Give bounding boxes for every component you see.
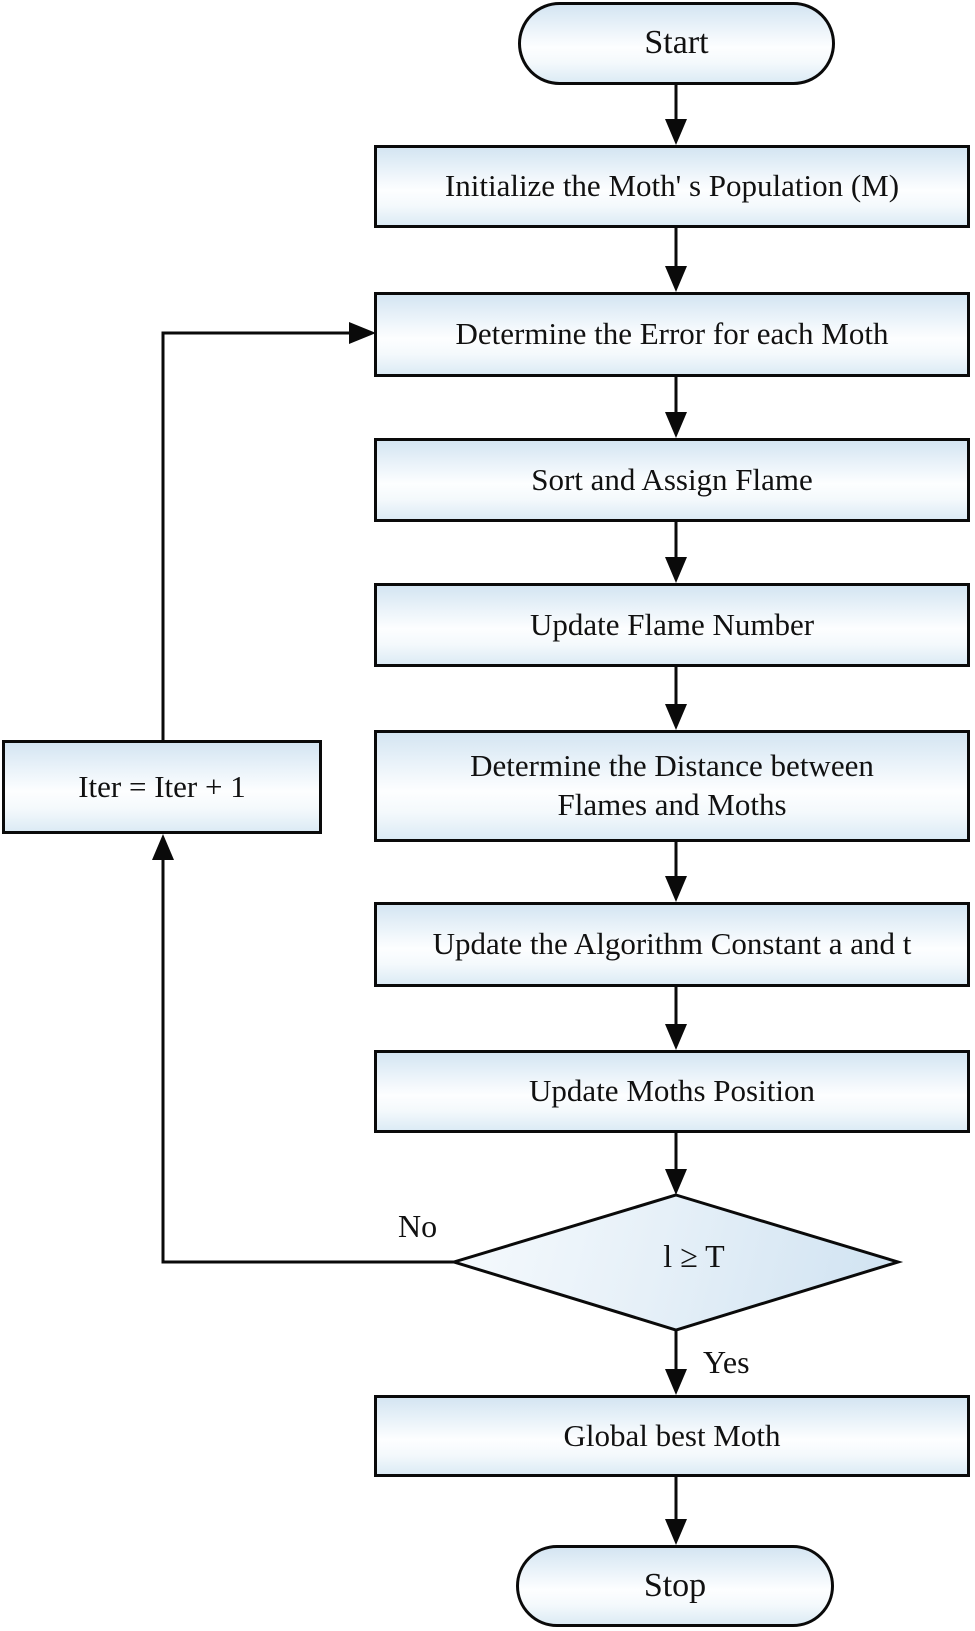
stop-label: Stop (643, 1566, 707, 1604)
process-determine-distance: Determine the Distance between Flames an… (374, 730, 970, 842)
process-update-moths-position: Update Moths Position (374, 1050, 970, 1133)
decision-node-label: l ≥ T (663, 1238, 725, 1274)
arrow-constants-to-moths-position (665, 987, 687, 1050)
arrow-distance-to-constants (665, 842, 687, 902)
update-moths-position-label: Update Moths Position (529, 1073, 815, 1109)
process-global-best-moth: Global best Moth (374, 1395, 970, 1477)
arrow-initialize-to-determine-error (665, 228, 687, 292)
update-constants-label: Update the Algorithm Constant a and t (432, 926, 912, 962)
arrow-determine-error-to-sort (665, 377, 687, 438)
initialize-label: Initialize the Moth' s Population (M) (444, 168, 900, 204)
determine-distance-line-1: Determine the Distance between (470, 748, 874, 784)
arrow-update-flame-number-to-distance (665, 667, 687, 730)
arrow-decision-no-to-iteration-counter (152, 834, 454, 1264)
determine-distance-label: Determine the Distance between Flames an… (470, 747, 874, 825)
process-update-constants: Update the Algorithm Constant a and t (374, 902, 970, 987)
stop-node: Stop (516, 1545, 834, 1627)
edge-label-yes: Yes (703, 1344, 750, 1380)
arrow-sort-to-update-flame-number (665, 522, 687, 583)
arrow-moths-position-to-decision (665, 1133, 687, 1195)
process-sort-assign-flame: Sort and Assign Flame (374, 438, 970, 522)
arrow-global-best-to-stop (665, 1477, 687, 1545)
global-best-label: Global best Moth (563, 1417, 781, 1453)
edge-label-no: No (398, 1208, 438, 1244)
start-label: Start (644, 24, 709, 62)
decision-diamond-outline (448, 1193, 904, 1332)
determine-distance-line-2: Flames and Moths (557, 787, 787, 822)
sort-assign-flame-label: Sort and Assign Flame (531, 461, 813, 497)
process-iteration-counter: Iter = Iter + 1 (2, 740, 322, 834)
arrow-decision-yes-to-global-best (665, 1330, 687, 1395)
start-node: Start (518, 2, 835, 85)
determine-error-label: Determine the Error for each Moth (455, 316, 889, 352)
iteration-counter-label: Iter = Iter + 1 (78, 768, 246, 804)
arrow-start-to-initialize (665, 85, 687, 145)
update-flame-number-label: Update Flame Number (529, 606, 815, 642)
process-update-flame-number: Update Flame Number (374, 583, 970, 667)
arrow-iteration-counter-to-determine-error (161, 322, 376, 740)
process-determine-error: Determine the Error for each Moth (374, 292, 970, 377)
process-initialize-population: Initialize the Moth' s Population (M) (374, 145, 970, 228)
